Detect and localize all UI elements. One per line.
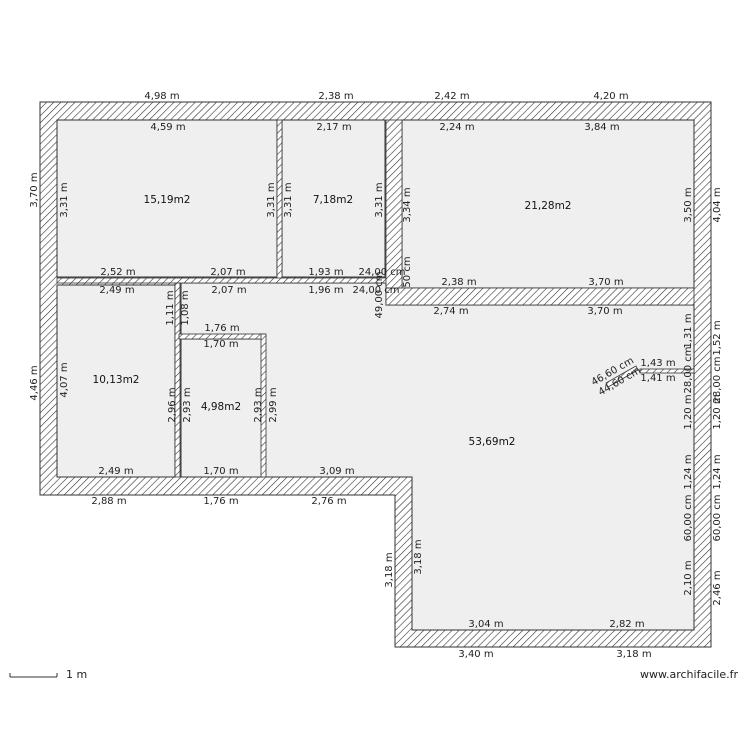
dimension-label: 2,76 m [311,496,346,507]
dimension-label: 3,70 m [29,172,40,207]
partition-3 [174,282,181,478]
room-floor-4 [56,284,176,478]
dimension-label: 1,11 m [165,290,176,325]
dimension-label: 2,42 m [434,91,469,102]
dimension-label: 2,49 m [98,466,133,477]
dimension-label: 1,76 m [204,323,239,334]
room-floor-3 [401,119,695,289]
partition-1 [276,119,283,281]
dimension-label: 3,18 m [384,552,395,587]
room-floor-5 [180,338,264,478]
partition-9 [605,365,639,388]
dimension-label: 3,31 m [374,182,385,217]
partition-7 [385,287,695,306]
dimension-label: 3,31 m [283,182,294,217]
dimension-label: 4,98 m [144,91,179,102]
partition-8 [639,368,695,374]
dimension-label: 4,04 m [712,187,723,222]
scale-bar [9,673,58,678]
dimension-label: 2,99 m [268,387,279,422]
partition-walls [56,119,695,478]
dimension-label: 28,00 cm [712,356,723,403]
dimension-label: 3,31 m [59,182,70,217]
dimension-label: 28,00 cm [683,346,694,393]
dimension-label: 1,31 m [683,313,694,348]
dimension-label: 1,70 m [203,466,238,477]
dimension-label: 49,00 cm [374,271,385,318]
dimension-label: 2,38 m [441,277,476,288]
dimension-label: 1,08 m [180,290,191,325]
dimension-label: 3,84 m [584,122,619,133]
room-area: 53,69m2 [469,436,516,448]
dimension-label: 50 cm [402,256,413,287]
dimension-label: 2,10 m [683,560,694,595]
dimension-label: 3,50 m [683,187,694,222]
room-area: 10,13m2 [93,374,140,386]
dimension-label: 1,20 m [683,394,694,429]
room-floor-1 [56,119,278,278]
dimension-label: 1,43 m [640,358,675,369]
room-area: 7,18m2 [313,194,353,206]
dimension-label: 2,46 m [712,570,723,605]
dimension-label: 2,38 m [318,91,353,102]
dimension-label: 1,24 m [712,454,723,489]
dimension-label: 3,18 m [413,539,424,574]
dimension-label: 1,76 m [203,496,238,507]
dimension-label: 24,00 cm [358,267,405,278]
dimension-label: 3,18 m [616,649,651,660]
dimension-label: 3,70 m [588,277,623,288]
dimension-label: 1,41 m [640,373,675,384]
partition-5 [260,333,267,478]
dimension-label: 1,93 m [308,267,343,278]
dimension-label: 4,07 m [59,362,70,397]
dimension-label: 2,07 m [210,267,245,278]
dimension-label: 1,20 m [712,394,723,429]
dimension-label: 2,49 m [99,285,134,296]
dimension-label: 4,46 m [29,365,40,400]
room-area: 21,28m2 [525,200,572,212]
dimension-label: 3,40 m [458,649,493,660]
dimension-label: 60,00 cm [712,494,723,541]
room-area: 4,98m2 [201,401,241,413]
dimension-label: 1,52 m [712,320,723,355]
dimension-label: 4,59 m [150,122,185,133]
partition-2 [56,277,390,284]
dimension-label: 2,74 m [433,306,468,317]
dimension-label: 3,31 m [266,182,277,217]
dimension-label: 4,20 m [593,91,628,102]
room-floor-2 [281,119,386,278]
dimension-label: 2,96 m [167,387,178,422]
dimension-label: 2,82 m [609,619,644,630]
dimension-label: 3,70 m [587,306,622,317]
dimension-label: 60,00 cm [683,494,694,541]
room-area: 15,19m2 [144,194,191,206]
dimension-label: 3,34 m [402,187,413,222]
dimension-label: 1,24 m [683,454,694,489]
dimension-label: 24,00 cm [352,285,399,296]
dimension-label: 2,88 m [91,496,126,507]
dimension-label: 2,93 m [253,387,264,422]
watermark: www.archifacile.fr [640,668,739,681]
dimension-label: 3,09 m [319,466,354,477]
dimension-label: 2,17 m [316,122,351,133]
dimension-label: 2,93 m [182,387,193,422]
dimension-label: 1,96 m [308,285,343,296]
dimension-label: 2,52 m [100,267,135,278]
dimension-label: 2,24 m [439,122,474,133]
dimension-label: 3,04 m [468,619,503,630]
scale-label: 1 m [66,668,88,681]
dimension-label: 1,70 m [203,339,238,350]
dimension-label: 2,07 m [211,285,246,296]
